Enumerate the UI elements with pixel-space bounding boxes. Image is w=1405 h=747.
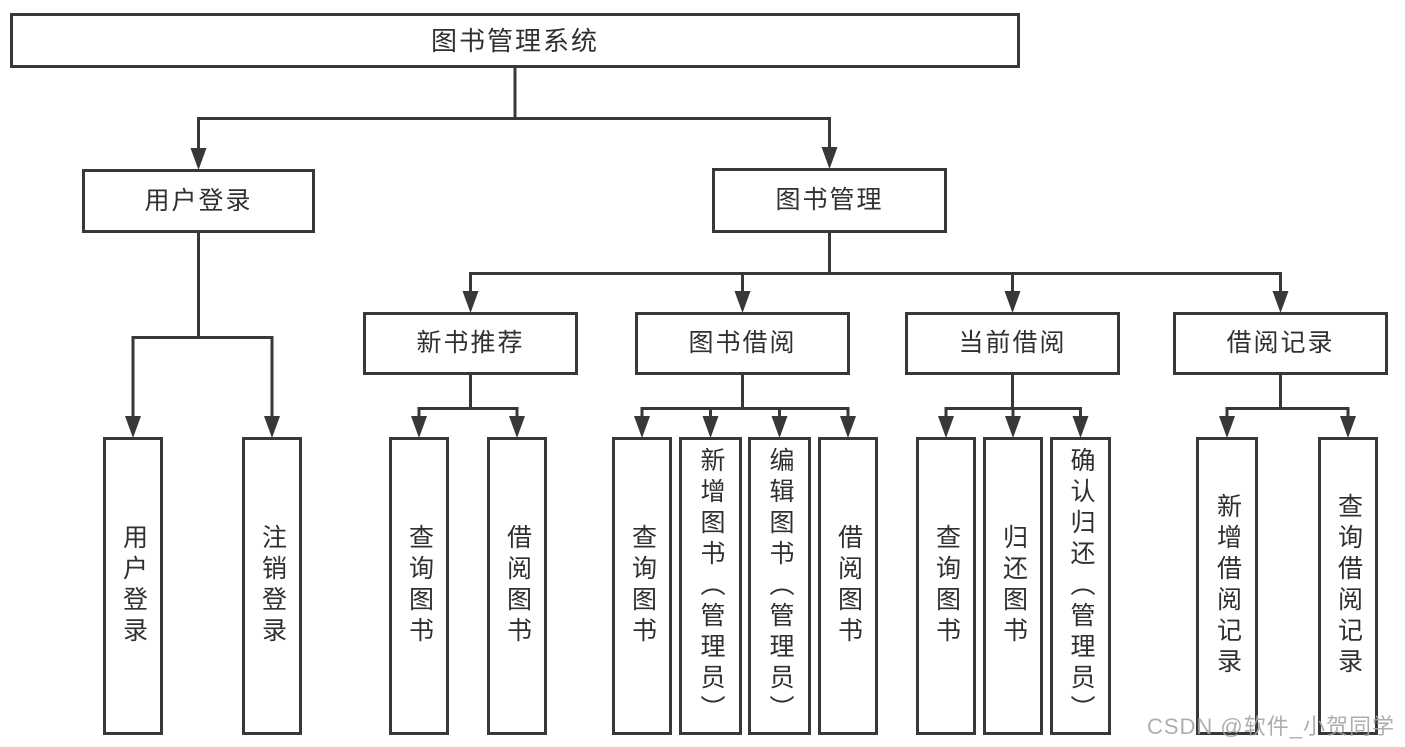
connector-current-to-leaves — [938, 375, 1089, 438]
node-root-label: 图书管理系统 — [430, 25, 599, 56]
node-leaf-edit-book-admin: 编辑图书（管理员） — [748, 437, 811, 735]
node-book-management: 图书管理 — [712, 168, 947, 233]
node-user-login-label: 用户登录 — [144, 186, 253, 215]
node-root: 图书管理系统 — [10, 13, 1020, 68]
connector-mgmt-to-level3 — [462, 233, 1289, 313]
node-leaf-borrow-books-recommend: 借阅图书 — [487, 437, 547, 735]
node-user-login: 用户登录 — [82, 169, 315, 233]
connector-root-to-level2 — [190, 68, 838, 170]
node-leaf-borrow-books-label: 借阅图书 — [834, 524, 863, 648]
node-borrow-records-label: 借阅记录 — [1226, 329, 1335, 357]
connector-records-to-leaves — [1219, 375, 1356, 438]
node-current-borrow-label: 当前借阅 — [958, 329, 1067, 357]
node-leaf-query-books-current-label: 查询图书 — [932, 524, 961, 648]
node-leaf-query-books-recommend-label: 查询图书 — [405, 524, 434, 648]
node-leaf-query-books-borrow: 查询图书 — [612, 437, 672, 735]
node-leaf-add-book-admin: 新增图书（管理员） — [679, 437, 742, 735]
node-leaf-query-books-current: 查询图书 — [916, 437, 976, 735]
node-leaf-return-book-label: 归还图书 — [999, 524, 1028, 648]
node-book-borrow-label: 图书借阅 — [688, 329, 797, 357]
node-leaf-logout-label: 注销登录 — [258, 524, 287, 648]
node-leaf-add-book-admin-label: 新增图书（管理员） — [697, 446, 725, 726]
node-book-management-label: 图书管理 — [775, 186, 884, 214]
node-borrow-records: 借阅记录 — [1173, 312, 1388, 375]
node-leaf-edit-book-admin-label: 编辑图书（管理员） — [766, 446, 794, 726]
node-leaf-borrow-books: 借阅图书 — [818, 437, 878, 735]
node-leaf-user-login-label: 用户登录 — [119, 524, 148, 648]
node-leaf-query-borrow-record: 查询借阅记录 — [1318, 437, 1378, 735]
node-leaf-logout: 注销登录 — [242, 437, 302, 735]
connector-login-to-leaves — [125, 233, 280, 438]
node-leaf-add-borrow-record: 新增借阅记录 — [1196, 437, 1258, 735]
node-new-book-recommend-label: 新书推荐 — [416, 329, 525, 357]
node-leaf-add-borrow-record-label: 新增借阅记录 — [1213, 493, 1242, 679]
node-leaf-query-books-recommend: 查询图书 — [389, 437, 449, 735]
connector-recommend-to-leaves — [411, 375, 525, 438]
node-new-book-recommend: 新书推荐 — [363, 312, 578, 375]
node-leaf-return-book: 归还图书 — [983, 437, 1043, 735]
node-leaf-borrow-books-recommend-label: 借阅图书 — [503, 524, 532, 648]
node-leaf-query-borrow-record-label: 查询借阅记录 — [1334, 493, 1363, 679]
node-book-borrow: 图书借阅 — [635, 312, 850, 375]
node-leaf-query-books-borrow-label: 查询图书 — [628, 524, 657, 648]
node-leaf-confirm-return-admin-label: 确认归还（管理员） — [1067, 446, 1095, 726]
node-leaf-user-login: 用户登录 — [103, 437, 163, 735]
connector-borrow-to-leaves — [634, 375, 856, 438]
csdn-watermark: CSDN @软件_小贺同学 — [1146, 714, 1395, 739]
node-leaf-confirm-return-admin: 确认归还（管理员） — [1050, 437, 1111, 735]
node-current-borrow: 当前借阅 — [905, 312, 1120, 375]
